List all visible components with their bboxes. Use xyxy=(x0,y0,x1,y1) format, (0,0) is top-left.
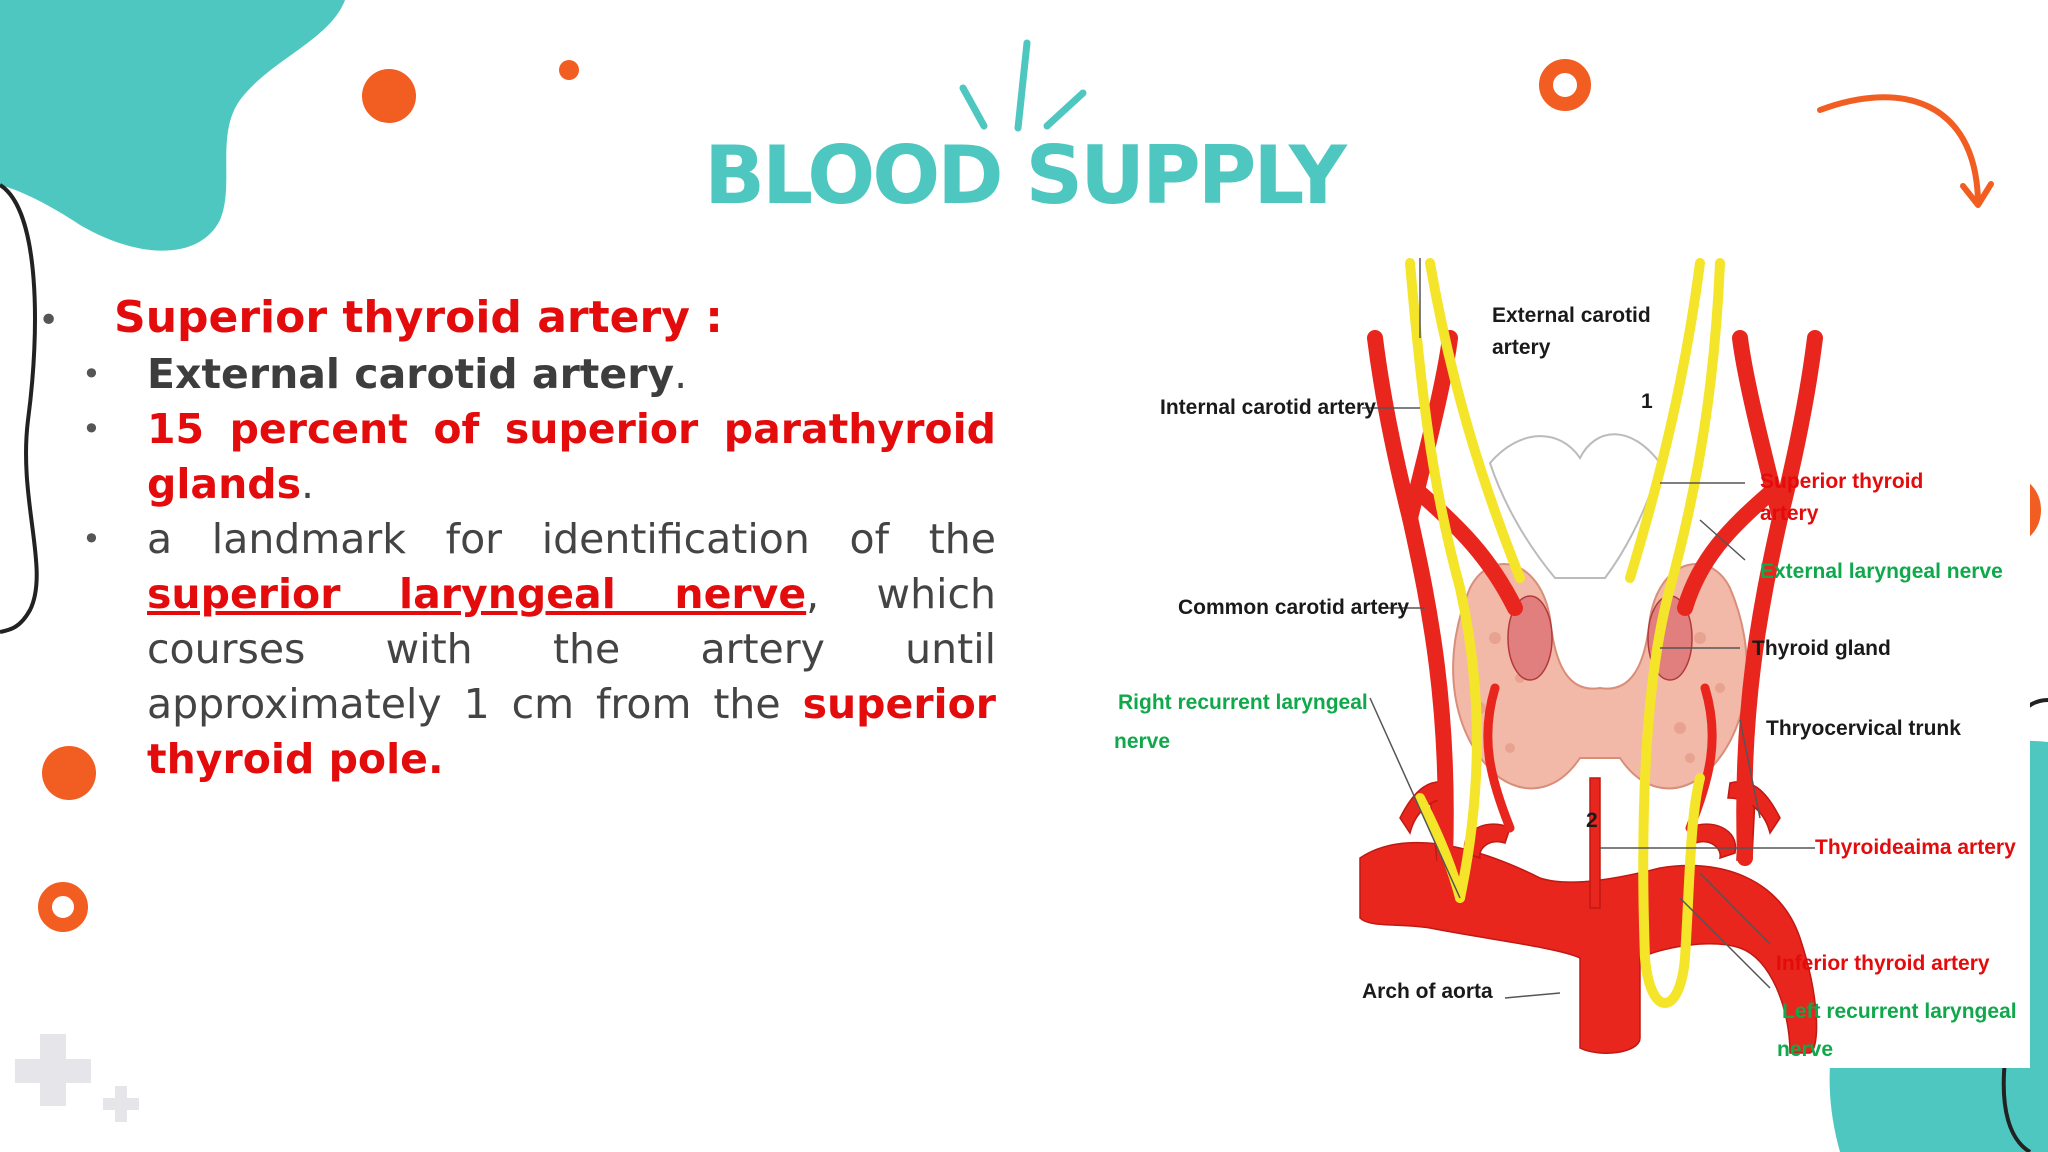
orange-ring-left xyxy=(38,882,88,932)
bullet-content: • Superior thyroid artery : External car… xyxy=(38,292,996,787)
aortic-arch xyxy=(1359,841,1818,1054)
label-arch-aorta: Arch of aorta xyxy=(1362,980,1493,1003)
label-marker-2: 2 xyxy=(1586,809,1598,832)
main-bullet-item: • Superior thyroid artery : xyxy=(38,292,996,343)
orange-dot-small xyxy=(559,60,579,80)
label-thyrocervical: Thryocervical trunk xyxy=(1766,717,1961,740)
orange-curved-arrow xyxy=(1817,94,1981,203)
label-external-laryngeal: External laryngeal nerve xyxy=(1760,560,2003,583)
bullet-marker: • xyxy=(38,300,60,341)
sub-bullet-item: 15 percent of superior parathyroid gland… xyxy=(82,402,996,512)
label-marker-1: 1 xyxy=(1641,390,1653,413)
label-superior-thyroid: Superior thyroid xyxy=(1760,470,1923,493)
label-right-recurrent-2: nerve xyxy=(1114,730,1170,753)
label-inferior-thyroid: Inferior thyroid artery xyxy=(1776,952,1990,975)
nerve-link-text: superior laryngeal nerve xyxy=(147,570,807,618)
label-common-carotid: Common carotid artery xyxy=(1178,596,1409,619)
label-left-recurrent: Left recurrent laryngeal xyxy=(1782,1000,2017,1023)
orange-dot-left xyxy=(42,746,96,800)
sub-bullet-list: External carotid artery. 15 percent of s… xyxy=(82,347,996,787)
thyroid-blood-supply-diagram: External carotid artery Internal carotid… xyxy=(1100,258,2030,1068)
dark-line-left xyxy=(0,183,39,634)
grey-plus-bottom-left xyxy=(15,1034,139,1122)
sub-bullet-item: External carotid artery. xyxy=(82,347,996,402)
label-external-carotid: External carotid xyxy=(1492,304,1651,327)
slide-title: BLOOD SUPPLY xyxy=(704,129,1347,222)
orange-dot xyxy=(362,69,416,123)
label-external-carotid-2: artery xyxy=(1492,336,1551,359)
teal-sparkle-lines xyxy=(959,39,1087,132)
sub-bullet-item: a landmark for identification of the sup… xyxy=(82,512,996,787)
label-internal-carotid: Internal carotid artery xyxy=(1160,396,1376,419)
label-left-recurrent-2: nerve xyxy=(1777,1038,1833,1061)
teal-blob-top-left xyxy=(0,0,345,251)
orange-ring xyxy=(1539,59,1591,111)
main-bullet-label: Superior thyroid artery : xyxy=(114,292,723,343)
label-superior-thyroid-2: artery xyxy=(1760,502,1819,525)
label-thyroideaima: Thyroideaima artery xyxy=(1815,836,2016,859)
label-thyroid-gland: Thyroid gland xyxy=(1752,637,1891,660)
label-right-recurrent: Right recurrent laryngeal xyxy=(1118,691,1368,714)
